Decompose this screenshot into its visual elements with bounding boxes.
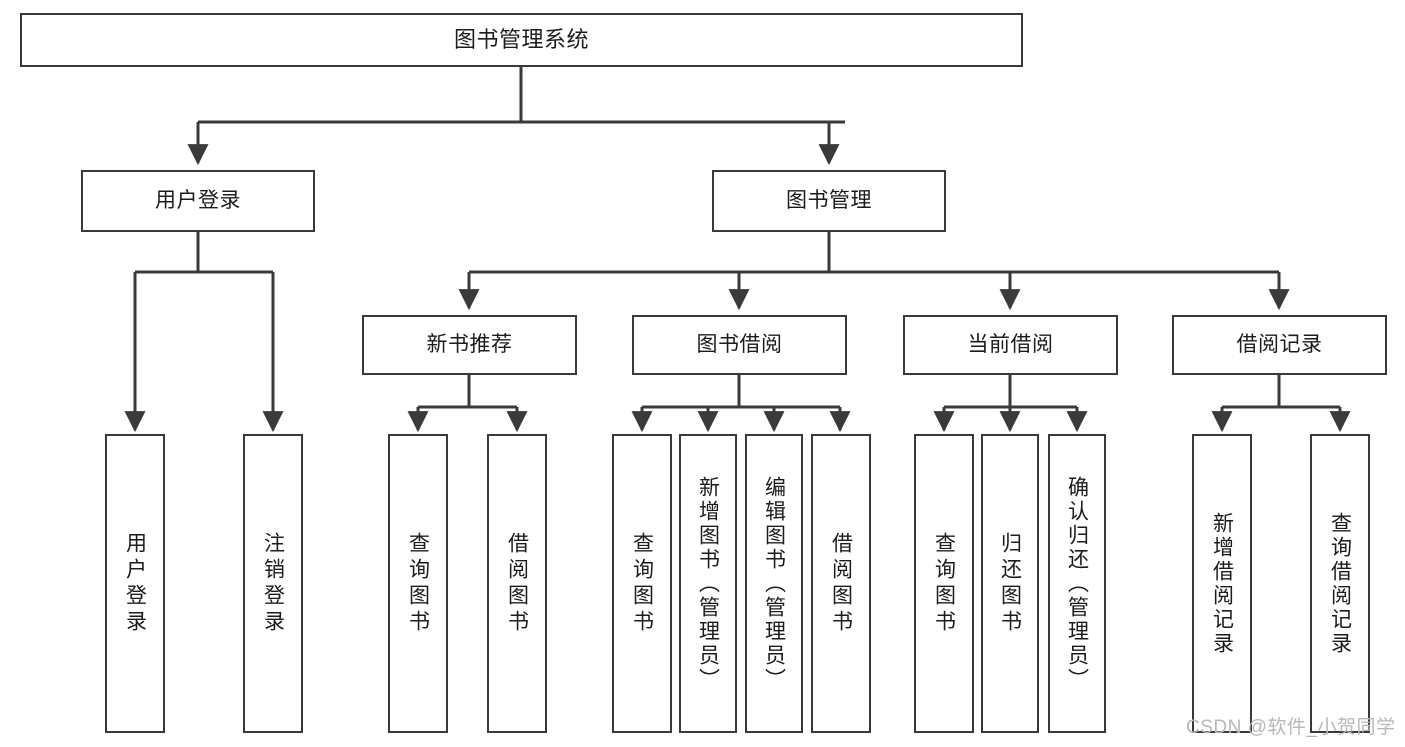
node-leaf-return-book[interactable]: 归还图书: [981, 434, 1039, 733]
node-label: 借阅记录: [1236, 333, 1323, 357]
node-label: 查询借阅记录: [1328, 511, 1352, 656]
node-leaf-borrow-book-recommend[interactable]: 借阅图书: [487, 434, 547, 733]
node-label: 用户登录: [123, 531, 147, 636]
node-user-login[interactable]: 用户登录: [81, 170, 315, 232]
node-label: 归还图书: [998, 531, 1022, 636]
node-leaf-edit-book-admin[interactable]: 编辑图书（管理员）: [745, 434, 803, 733]
node-label: 查询图书: [932, 531, 956, 636]
node-leaf-add-book-admin[interactable]: 新增图书（管理员）: [679, 434, 737, 733]
node-label: 借阅图书: [505, 531, 529, 636]
node-book-management[interactable]: 图书管理: [712, 170, 946, 232]
node-label: 查询图书: [406, 531, 430, 636]
node-label: 注销登录: [261, 531, 285, 636]
node-leaf-add-borrow-record[interactable]: 新增借阅记录: [1192, 434, 1252, 733]
node-leaf-borrow-book[interactable]: 借阅图书: [811, 434, 871, 733]
node-leaf-logout[interactable]: 注销登录: [243, 434, 303, 733]
node-leaf-query-book-borrow[interactable]: 查询图书: [612, 434, 672, 733]
csdn-watermark: CSDN @软件_小贺同学: [1186, 717, 1396, 738]
node-label: 新增借阅记录: [1210, 511, 1234, 656]
node-leaf-user-login[interactable]: 用户登录: [105, 434, 165, 733]
node-root-book-management-system[interactable]: 图书管理系统: [20, 13, 1023, 67]
node-label: 图书管理系统: [453, 26, 589, 52]
node-label: 借阅图书: [829, 531, 853, 636]
node-label: 新书推荐: [426, 333, 513, 357]
node-label: 新增图书（管理员）: [696, 475, 720, 692]
node-book-borrow[interactable]: 图书借阅: [632, 315, 847, 375]
node-new-book-recommend[interactable]: 新书推荐: [362, 315, 577, 375]
node-label: 查询图书: [630, 531, 654, 636]
node-label: 确认归还（管理员）: [1065, 475, 1089, 692]
node-label: 当前借阅: [967, 333, 1054, 357]
node-leaf-query-borrow-record[interactable]: 查询借阅记录: [1310, 434, 1370, 733]
node-borrow-record[interactable]: 借阅记录: [1172, 315, 1387, 375]
node-label: 图书管理: [786, 189, 872, 213]
node-label: 图书借阅: [696, 333, 783, 357]
node-leaf-query-book-recommend[interactable]: 查询图书: [388, 434, 448, 733]
node-leaf-query-book-current[interactable]: 查询图书: [914, 434, 974, 733]
node-label: 用户登录: [155, 189, 241, 213]
node-current-borrow[interactable]: 当前借阅: [903, 315, 1118, 375]
node-label: 编辑图书（管理员）: [762, 475, 786, 692]
node-leaf-confirm-return-admin[interactable]: 确认归还（管理员）: [1048, 434, 1106, 733]
